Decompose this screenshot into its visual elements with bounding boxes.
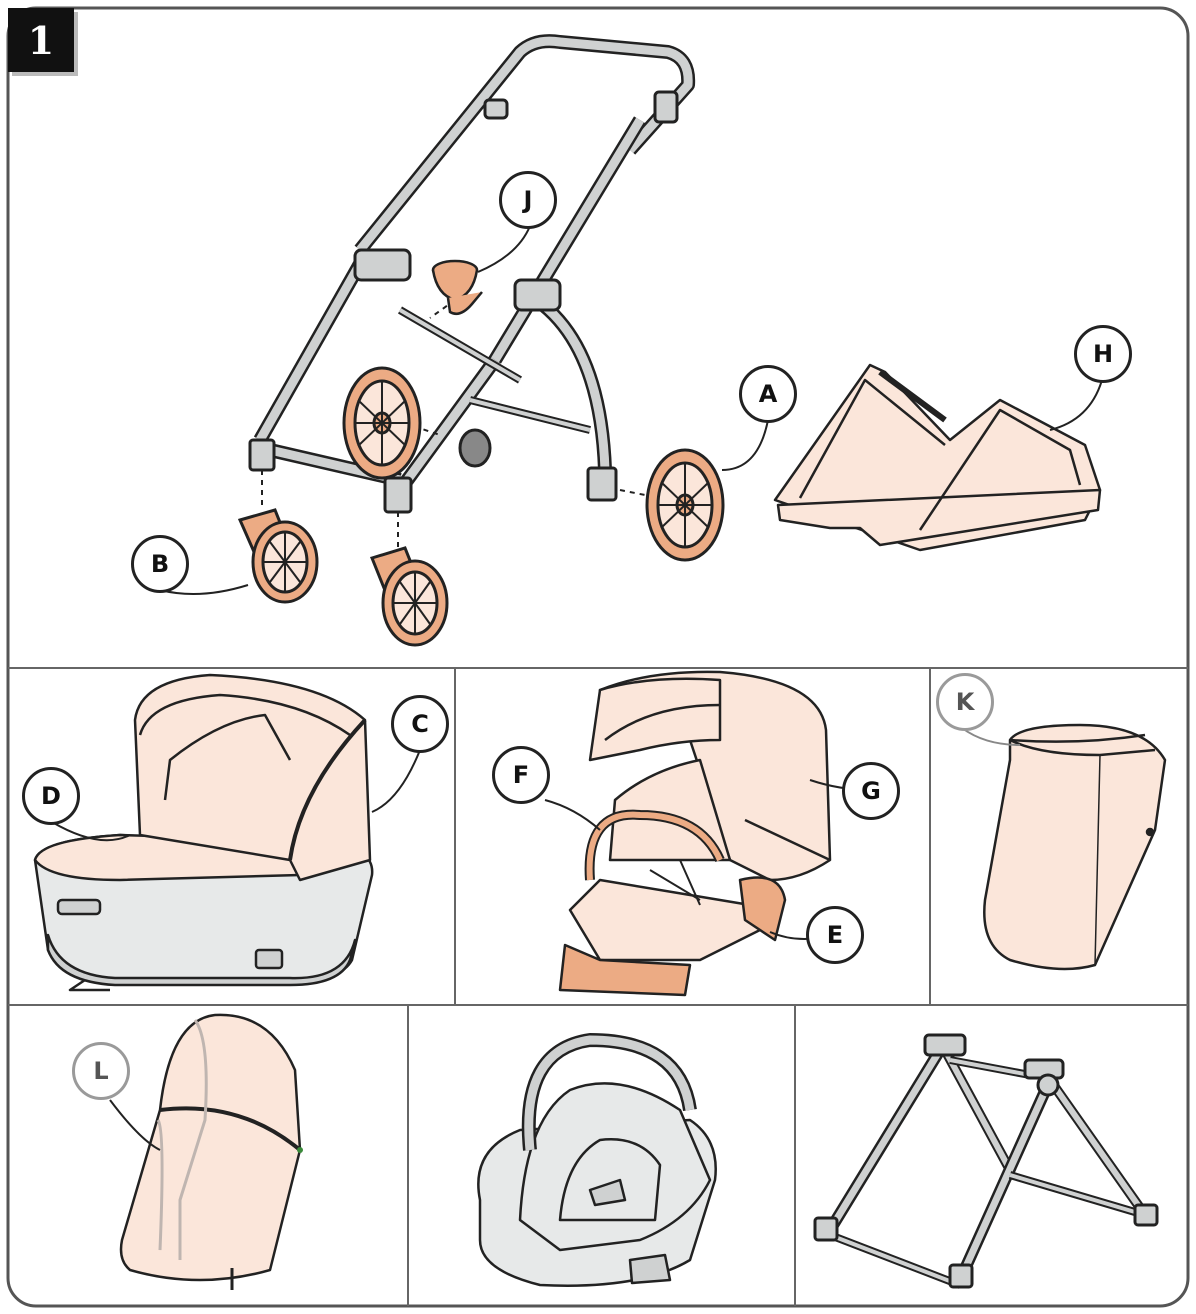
- carrycot: [33, 673, 374, 992]
- front-wheel-left: [237, 508, 319, 604]
- callout-f: F: [492, 746, 550, 804]
- front-wheel-right: [369, 546, 449, 647]
- callout-d: D: [22, 767, 80, 825]
- callout-b: B: [131, 535, 189, 593]
- step-number-badge: 1: [8, 8, 74, 72]
- callout-g: G: [842, 762, 900, 820]
- rain-cover: [119, 1013, 303, 1290]
- callout-l: L: [72, 1042, 130, 1100]
- callout-k: K: [936, 673, 994, 731]
- callout-j: J: [499, 171, 557, 229]
- callout-e: E: [806, 906, 864, 964]
- rear-wheel-center: [342, 366, 422, 480]
- shopping-basket: [773, 363, 1102, 552]
- stroller-seat: [558, 670, 832, 997]
- callout-a: A: [739, 365, 797, 423]
- stroller-chassis: [248, 34, 696, 514]
- callout-h: H: [1074, 325, 1132, 383]
- infant-car-seat: [477, 1033, 717, 1287]
- carrycot-stand: [813, 1033, 1159, 1289]
- cup-holder: [431, 259, 483, 315]
- callout-c: C: [391, 695, 449, 753]
- rear-wheel-a: [645, 448, 725, 562]
- outer-frame: [6, 6, 1190, 1308]
- footmuff: [983, 723, 1167, 971]
